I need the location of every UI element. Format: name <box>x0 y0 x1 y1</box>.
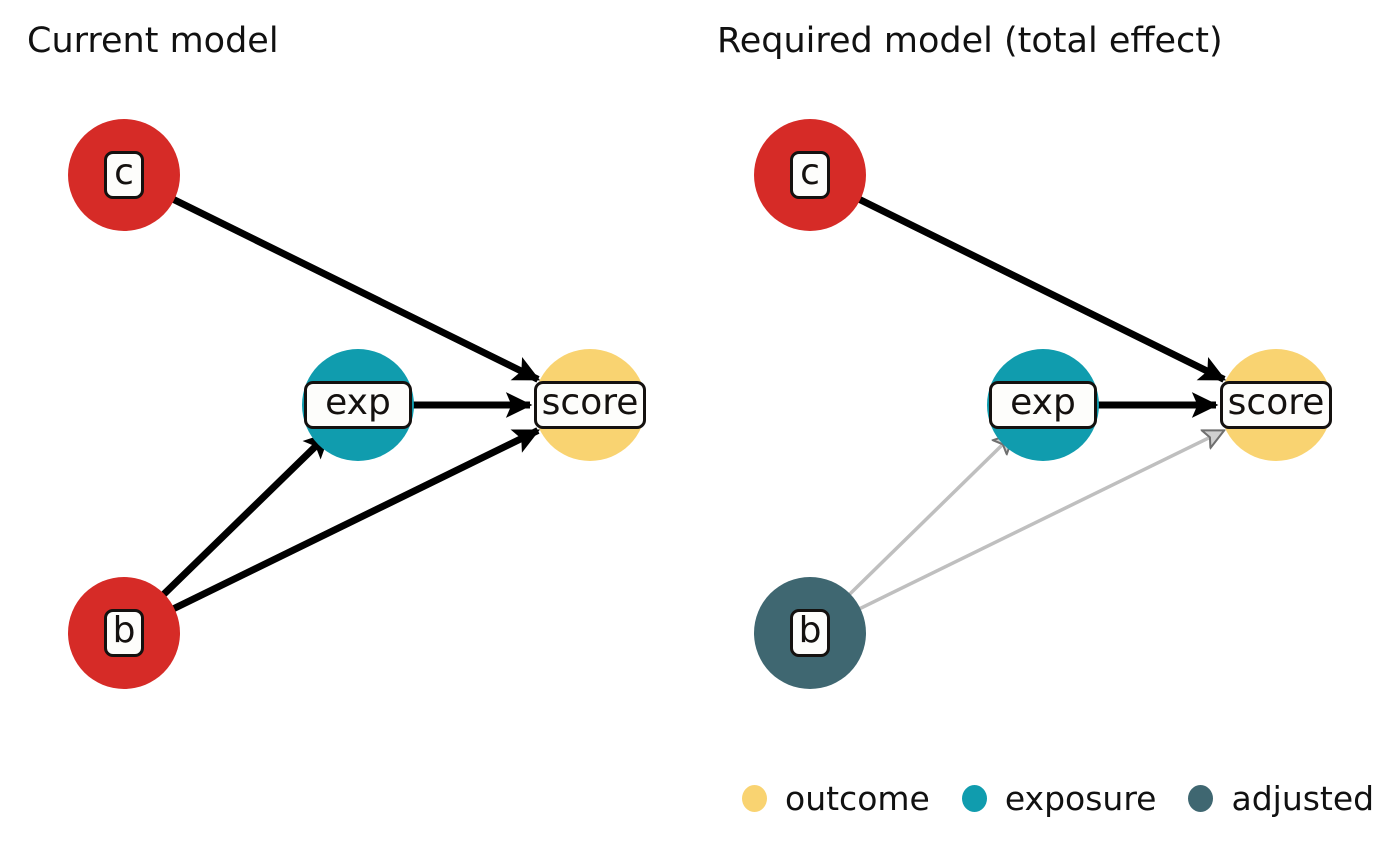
edge-required-model-b-to-exp <box>845 434 1013 598</box>
node-required-model-c[interactable]: c <box>754 119 866 231</box>
node-required-model-exp[interactable]: exp <box>987 349 1099 461</box>
legend-label: outcome <box>785 778 930 818</box>
panel-title-required-model: Required model (total effect) <box>717 21 1223 61</box>
legend-item-adjusted[interactable]: adjusted <box>1188 782 1374 815</box>
node-label-current-model-score: score <box>534 381 646 429</box>
legend-item-outcome[interactable]: outcome <box>742 782 930 815</box>
node-label-current-model-c: c <box>104 151 144 199</box>
node-label-current-model-exp: exp <box>304 381 412 429</box>
legend-label: adjusted <box>1231 778 1375 818</box>
panel-title-current-model: Current model <box>27 21 279 61</box>
node-label-required-model-b: b <box>790 609 830 657</box>
legend: outcome exposure adjusted <box>742 778 1400 818</box>
edge-current-model-b-to-exp <box>158 430 332 600</box>
node-current-model-b[interactable]: b <box>68 577 180 689</box>
legend-label: exposure <box>1004 778 1157 818</box>
node-current-model-score[interactable]: score <box>534 349 646 461</box>
node-current-model-c[interactable]: c <box>68 119 180 231</box>
node-label-current-model-b: b <box>104 609 144 657</box>
node-required-model-score[interactable]: score <box>1220 349 1332 461</box>
legend-dot-icon <box>742 784 767 812</box>
node-required-model-b[interactable]: b <box>754 577 866 689</box>
node-label-required-model-score: score <box>1220 381 1332 429</box>
node-label-required-model-exp: exp <box>989 381 1097 429</box>
node-label-required-model-c: c <box>790 151 830 199</box>
node-current-model-exp[interactable]: exp <box>302 349 414 461</box>
legend-dot-icon <box>1188 784 1214 812</box>
legend-dot-icon <box>961 784 987 812</box>
legend-item-exposure[interactable]: exposure <box>961 778 1157 818</box>
